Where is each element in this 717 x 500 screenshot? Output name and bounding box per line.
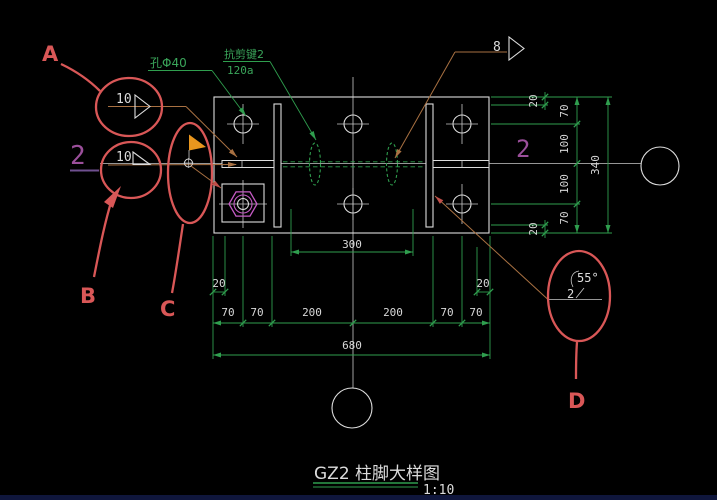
axis-label-right: 2 bbox=[516, 135, 530, 163]
markup-ellipse-d bbox=[546, 249, 612, 343]
weld-size-a: 10 bbox=[116, 92, 132, 107]
hole-label-leader: 孔Φ40 bbox=[148, 56, 247, 117]
markup-label-b: B bbox=[80, 284, 96, 308]
flag-icon bbox=[189, 134, 206, 151]
fillet-triangle-icon bbox=[132, 150, 152, 166]
grid-bubble-right bbox=[640, 146, 680, 186]
dim-rchain-70a: 70 bbox=[558, 104, 571, 117]
shear-key-name: 抗剪键2 bbox=[224, 47, 264, 61]
weld-size-b: 10 bbox=[116, 150, 132, 165]
weld-symbol-a: 10 bbox=[108, 92, 238, 158]
dim-chain-70b: 70 bbox=[250, 306, 263, 319]
dimensions-right: 20 20 70 100 100 70 340 bbox=[491, 92, 612, 238]
fillet-triangle-icon bbox=[508, 35, 525, 62]
dim-rchain-100a: 100 bbox=[558, 134, 571, 154]
drawing-title: GZ2 柱脚大样图 1:10 bbox=[313, 464, 454, 498]
weld-symbol-8: 8 bbox=[394, 35, 525, 159]
dim-20-top: 20 bbox=[527, 94, 540, 107]
markup-label-a: A bbox=[42, 42, 59, 66]
anchor-nut-detail bbox=[219, 180, 267, 228]
revision-flag-marker bbox=[183, 134, 222, 189]
dim-rchain-100b: 100 bbox=[558, 174, 571, 194]
stiffener-left bbox=[273, 103, 282, 228]
dim-20-right: 20 bbox=[476, 277, 489, 290]
axis-number: 2 bbox=[70, 141, 86, 171]
bevel-size: 2 bbox=[567, 287, 574, 301]
weld-symbol-b: 10 bbox=[107, 150, 237, 167]
nut-hexagon bbox=[228, 191, 258, 217]
bolt-holes bbox=[227, 114, 478, 220]
shear-key-right bbox=[385, 142, 399, 186]
stiffener-right bbox=[425, 103, 434, 228]
dim-chain-70c: 70 bbox=[440, 306, 453, 319]
dim-rchain-70b: 70 bbox=[558, 211, 571, 224]
statusbar-strip bbox=[0, 495, 717, 500]
markup-label-c: C bbox=[160, 297, 175, 321]
dim-chain-200a: 200 bbox=[302, 306, 322, 319]
markup-circle-b bbox=[99, 140, 163, 200]
axis-number: 2 bbox=[516, 135, 530, 163]
shear-key-spec: 120a bbox=[227, 64, 254, 77]
dimensions-bottom: 300 20 20 70 70 200 200 70 70 680 bbox=[209, 209, 494, 359]
bevel-angle: 55° bbox=[577, 271, 599, 285]
anchor-strip-right bbox=[432, 160, 490, 168]
shear-key-left bbox=[308, 142, 322, 186]
axis-label-left: 2 bbox=[70, 141, 99, 172]
dim-680: 680 bbox=[342, 339, 362, 352]
title-text: GZ2 柱脚大样图 bbox=[314, 464, 440, 484]
grid-bubble-bottom bbox=[331, 387, 373, 429]
markup-ellipse-c bbox=[166, 121, 214, 225]
fillet-triangle-icon bbox=[134, 93, 151, 120]
shear-keys-hidden bbox=[283, 142, 425, 186]
hole-label: 孔Φ40 bbox=[150, 56, 187, 70]
dim-340: 340 bbox=[589, 155, 602, 175]
shear-key-label-leader: 抗剪键2 120a bbox=[223, 47, 317, 141]
dim-chain-70a: 70 bbox=[221, 306, 234, 319]
dim-300: 300 bbox=[342, 238, 362, 251]
weld-size-8: 8 bbox=[493, 40, 501, 55]
dim-20-left: 20 bbox=[212, 277, 225, 290]
markup-circle-a bbox=[94, 76, 164, 138]
weld-symbol-bevel: 55° 2 bbox=[434, 195, 602, 301]
markup-annotations: A B C D bbox=[42, 42, 612, 413]
markup-label-d: D bbox=[568, 389, 585, 413]
dim-chain-70d: 70 bbox=[469, 306, 482, 319]
title-scale: 1:10 bbox=[423, 483, 454, 498]
dim-chain-200b: 200 bbox=[383, 306, 403, 319]
dim-20-bottom: 20 bbox=[527, 222, 540, 235]
